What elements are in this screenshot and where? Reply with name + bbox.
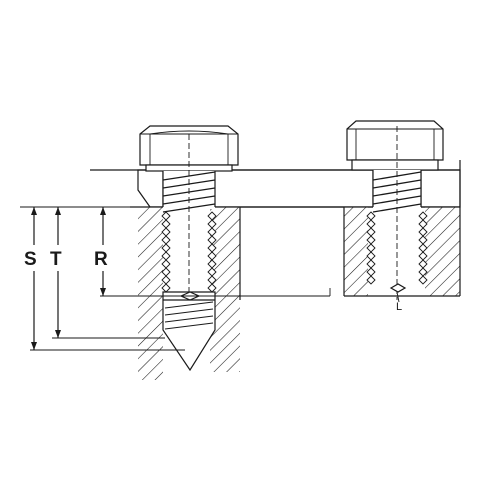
dimension-label-t: T: [50, 249, 62, 270]
label-bg-s: [22, 245, 44, 271]
label-bg-t: [48, 245, 70, 271]
right-hole-threads: [366, 211, 428, 285]
left-hole-threads: [161, 211, 217, 293]
left-bolt: [139, 125, 239, 305]
dimension-label-r: R: [94, 249, 108, 270]
right-bolt: [346, 120, 444, 300]
dimension-lines: [20, 206, 400, 351]
dimension-label-s: S: [24, 249, 37, 270]
label-bg-r: [92, 245, 114, 271]
drill-point: [162, 291, 216, 372]
base-block-left: [138, 207, 241, 380]
base-block-right: [343, 160, 461, 297]
dimension-label-l: L: [396, 301, 402, 313]
right-hole-bottom: [389, 283, 407, 293]
